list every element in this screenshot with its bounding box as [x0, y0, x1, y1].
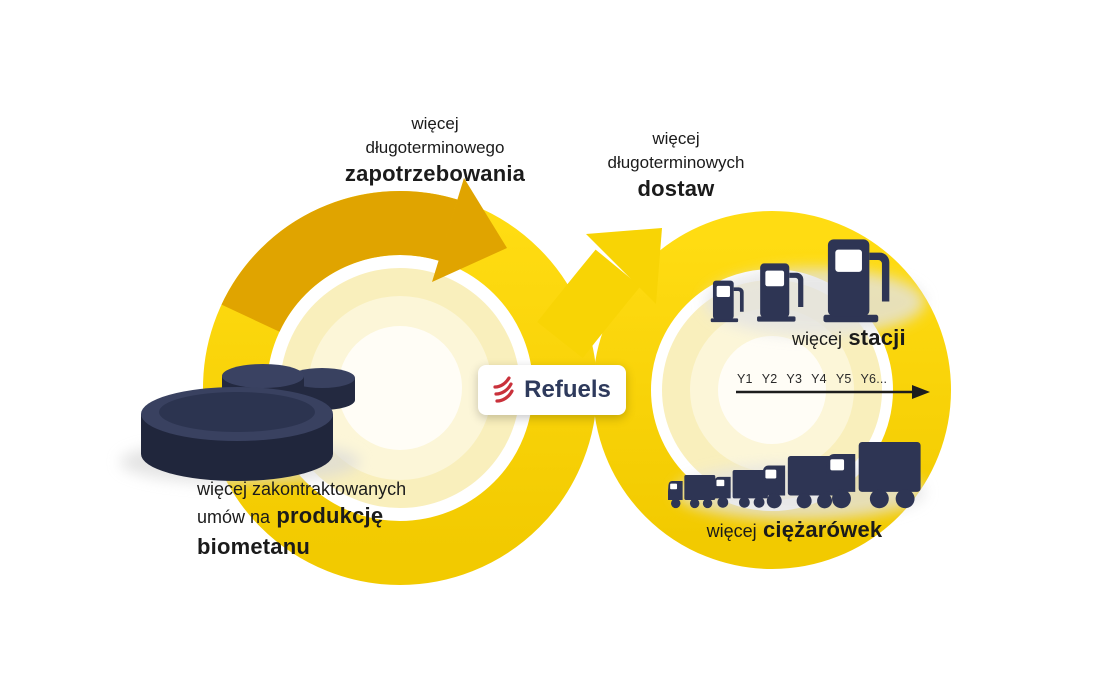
years-axis-arrow-icon: [736, 385, 930, 399]
year-tick: Y4: [811, 372, 827, 386]
production-line2-regular: umów na: [197, 507, 271, 527]
year-tick: Y5: [835, 372, 852, 386]
demand-line3: zapotrzebowania: [344, 161, 526, 186]
demand-label: więcej długoterminowego zapotrzebowania: [275, 112, 595, 187]
gold-cycle-arrow-icon: [221, 178, 507, 333]
year-tick: Y6...: [860, 372, 888, 386]
production-line2-bold: produkcję: [276, 503, 384, 528]
refuels-logo-icon: [493, 376, 514, 403]
year-tick: Y2: [761, 372, 778, 386]
left-loop-inner-rings: [280, 268, 520, 508]
trucks-label-bold: ciężarówek: [762, 517, 883, 542]
refuels-logo-text: Refuels: [524, 376, 611, 403]
supply-line3: dostaw: [637, 176, 715, 201]
production-line3-bold: biometanu: [197, 534, 311, 559]
demand-line2: długoterminowego: [365, 138, 505, 157]
supply-line1: więcej: [652, 129, 700, 148]
refuels-logo: Refuels: [478, 365, 626, 415]
year-tick: Y1: [737, 372, 753, 386]
demand-line1: więcej: [411, 114, 459, 133]
yellow-crossing-arrow-icon: [537, 228, 662, 358]
year-tick: Y3: [786, 372, 803, 386]
timeline-years: Y1 Y2 Y3 Y4 Y5 Y6...: [737, 372, 887, 386]
stations-label-bold: stacji: [848, 325, 906, 350]
stations-label-regular: więcej: [792, 329, 843, 349]
biomethane-tanks-icon: [141, 364, 355, 481]
production-line1: więcej zakontraktowanych: [197, 479, 407, 499]
trucks-label-regular: więcej: [706, 521, 757, 541]
supply-label: więcej długoterminowych dostaw: [546, 127, 806, 202]
supply-line2: długoterminowych: [607, 153, 745, 172]
